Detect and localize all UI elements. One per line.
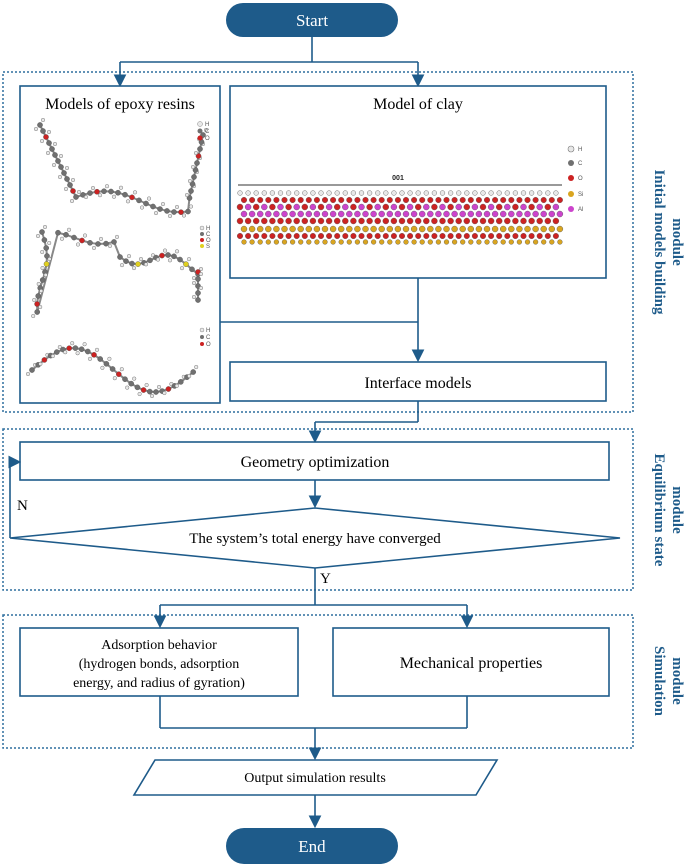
clay-structure-icon [236, 190, 564, 245]
mechanical-properties-label: Mechanical properties [400, 655, 543, 672]
clay-legend-o: O [578, 176, 583, 182]
epoxy-molecule-3-icon [26, 341, 199, 398]
clay-legend-si: Si [578, 192, 583, 198]
legend3-c: C [206, 335, 211, 341]
module-initial-line2: module [669, 218, 685, 266]
clay-legend-h: H [578, 147, 582, 153]
module-equilibrium-line1: Equilibrium state [651, 454, 667, 567]
legend3-o: O [206, 342, 211, 348]
adsorption-line3: energy, and radius of gyration) [73, 676, 245, 691]
legend2-o: O [206, 238, 211, 244]
module-simulation-label: Simulation module [651, 646, 685, 717]
branch-no-label: N [17, 498, 28, 514]
legend-o: O [205, 136, 210, 142]
module-equilibrium-line2: module [669, 486, 685, 534]
arrow-no-loop [8, 455, 22, 538]
clay-model-title: Model of clay [373, 96, 463, 113]
clay-legend: H C O Si Al [567, 145, 583, 213]
geometry-optimization-box [19, 441, 610, 481]
clay-plane-label: 001 [392, 175, 404, 182]
epoxy-molecule-1-icon [34, 117, 208, 218]
epoxy-models-title: Models of epoxy resins [45, 96, 195, 113]
adsorption-line2: (hydrogen bonds, adsorption [79, 657, 240, 672]
mechanical-properties-box [332, 627, 610, 697]
epoxy-models-box [19, 85, 221, 404]
clay-legend-c: C [578, 161, 583, 167]
interface-models-label: Interface models [364, 375, 471, 392]
convergence-decision-label: The system’s total energy have converged [189, 531, 441, 547]
end-label: End [298, 837, 326, 856]
legend2-h: H [206, 226, 210, 232]
legend-h: H [205, 122, 209, 128]
module-simulation-line1: Simulation [651, 646, 667, 717]
module-simulation-line2: module [669, 657, 685, 705]
interface-models-box [229, 361, 607, 402]
legend2-c: C [206, 232, 211, 238]
module-initial-label: Initial models building module [651, 169, 685, 315]
adsorption-behavior-box [19, 627, 299, 697]
legend2-s: S [206, 244, 210, 250]
output-results-label: Output simulation results [244, 771, 386, 786]
start-label: Start [296, 11, 328, 30]
output-results-box [132, 759, 499, 796]
legend3-h: H [206, 328, 210, 334]
end-terminal [226, 828, 398, 864]
clay-legend-al: Al [578, 207, 583, 213]
epoxy-legend-3: H C O [199, 327, 211, 348]
epoxy-legend-1: H C O [197, 121, 210, 142]
legend-c: C [205, 129, 210, 135]
start-terminal [226, 3, 398, 37]
branch-yes-label: Y [320, 571, 331, 587]
epoxy-legend-2: H C O S [199, 225, 211, 250]
epoxy-molecule-2-icon [31, 224, 203, 319]
geometry-optimization-label: Geometry optimization [241, 454, 390, 471]
convergence-decision [9, 507, 621, 569]
module-equilibrium-border [2, 428, 634, 591]
clay-model-box [229, 85, 607, 279]
module-initial-line1: Initial models building [651, 169, 667, 315]
module-initial-border [2, 71, 634, 413]
adsorption-line1: Adsorption behavior [101, 638, 217, 653]
module-equilibrium-label: Equilibrium state module [651, 454, 685, 567]
